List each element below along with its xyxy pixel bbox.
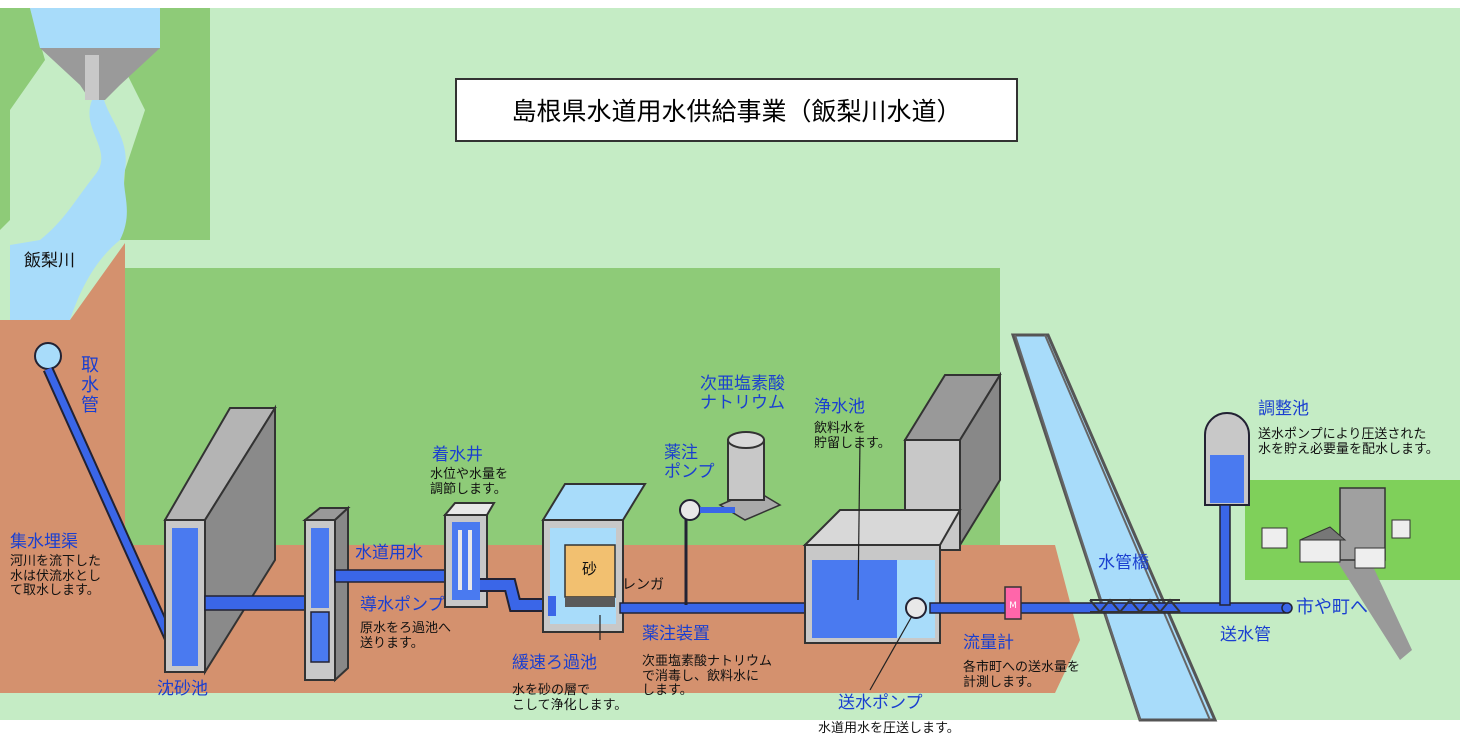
receiving-well-title: 着水井 (432, 445, 483, 465)
mountain-right (120, 8, 210, 240)
infiltration-title: 集水埋渠 (10, 532, 78, 552)
page-title: 島根県水道用水供給事業（飯梨川水道） (511, 97, 962, 126)
slow-filter-desc: 水を砂の層で こして浄化します。 (512, 683, 628, 713)
dam (40, 48, 160, 100)
flowmeter-title: 流量計 (963, 633, 1014, 653)
title-box: 島根県水道用水供給事業（飯梨川水道） (455, 78, 1018, 142)
send-pump-desc: 水道用水を圧送します。 (818, 721, 960, 736)
conduit-pump-title: 導水ポンプ (360, 595, 445, 615)
chem-device-desc: 次亜塩素酸ナトリウム で消毒し、飲料水に します。 (642, 654, 773, 699)
receiving-well-desc: 水位や水量を 調節します。 (430, 467, 509, 497)
send-pipe-label: 送水管 (1220, 625, 1271, 645)
brick-label: レンガ (622, 577, 664, 593)
grit-title: 沈砂池 (157, 679, 208, 699)
house (1299, 539, 1341, 563)
send-pump (905, 597, 927, 619)
to-towns-label: 市や町へ (1296, 597, 1368, 618)
hypochlorite-tank (727, 439, 765, 501)
clear-well-desc: 飲料水を 貯留します。 (814, 421, 891, 451)
flowmeter-desc: 各市町への送水量を 計測します。 (963, 660, 1081, 690)
river-stream (10, 100, 127, 320)
pipe-bridge (1089, 598, 1181, 614)
chem-pump-title: 薬注 ポンプ (664, 443, 715, 483)
adjust-pond-title: 調整池 (1258, 399, 1309, 419)
slow-filter-title: 緩速ろ過池 (512, 653, 597, 673)
send-pump-title: 送水ポンプ (838, 693, 923, 713)
town-road (1330, 550, 1412, 660)
flowmeter-mark: M (1009, 601, 1017, 611)
back-hill (125, 268, 1000, 545)
conduit-pump-desc: 原水をろ過池へ 送ります。 (360, 621, 452, 651)
tall-building (1339, 487, 1386, 561)
conduit-label: 水道用水 (355, 543, 423, 563)
pipe-bridge-label: 水管橋 (1098, 553, 1149, 573)
sand-layer (564, 544, 616, 598)
intake-pipe-label: 取水管 (78, 355, 99, 415)
clear-well-title: 浄水池 (814, 397, 865, 417)
river-label: 飯梨川 (24, 251, 75, 271)
dam-reservoir (30, 8, 160, 48)
hypochlorite-title: 次亜塩素酸 ナトリウム (700, 374, 785, 414)
adjust-pond-desc: 送水ポンプにより圧送された 水を貯え必要量を配水します。 (1258, 427, 1439, 457)
chem-device-title: 薬注装置 (642, 624, 710, 644)
infiltration-desc: 河川を流下した 水は伏流水とし て取水します。 (10, 554, 102, 599)
flowmeter (1004, 586, 1022, 620)
mountain-left (0, 8, 45, 230)
sand-label: 砂 (582, 560, 598, 578)
